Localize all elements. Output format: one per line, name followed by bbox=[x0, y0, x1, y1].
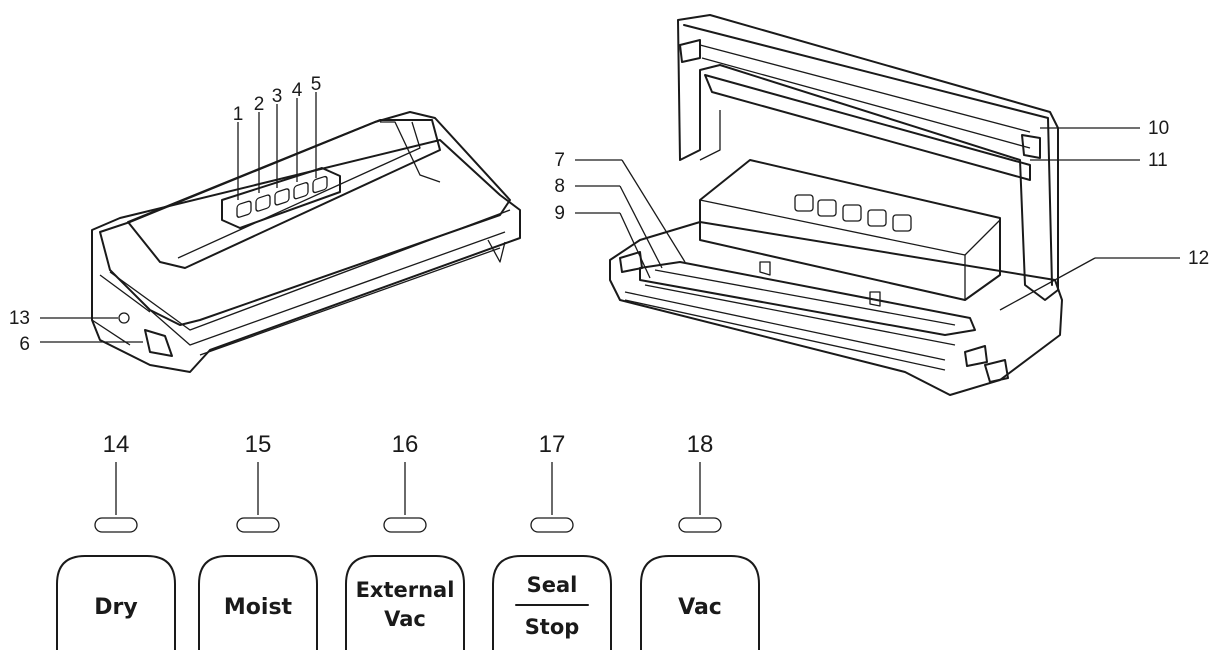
button-number: 16 bbox=[392, 431, 419, 458]
indicator-led bbox=[236, 517, 280, 533]
right-callout-labels: 7 8 9 10 11 12 bbox=[554, 118, 1209, 269]
callout-1: 1 bbox=[233, 104, 244, 125]
panel-button[interactable] bbox=[345, 555, 465, 650]
right-callout-leaders bbox=[575, 127, 1180, 311]
callout-8: 8 bbox=[554, 176, 565, 197]
left-callout-leaders bbox=[40, 92, 317, 343]
callout-4: 4 bbox=[292, 80, 303, 101]
indicator-led bbox=[383, 517, 427, 533]
callout-3: 3 bbox=[272, 86, 283, 107]
button-label-bottom: Stop bbox=[525, 615, 580, 639]
button-label: Moist bbox=[224, 595, 293, 620]
button-label-bottom: Vac bbox=[384, 607, 426, 631]
open-sealer-illustration bbox=[609, 14, 1063, 396]
left-callout-labels: 1 2 3 4 5 13 6 bbox=[9, 74, 321, 355]
indicator-led bbox=[678, 517, 722, 533]
indicator-led bbox=[530, 517, 574, 533]
closed-sealer-buttons bbox=[236, 175, 328, 218]
button-number: 17 bbox=[539, 431, 566, 458]
indicator-led bbox=[94, 517, 138, 533]
callout-6: 6 bbox=[19, 334, 30, 355]
button-number: 18 bbox=[687, 431, 714, 458]
callout-7: 7 bbox=[554, 150, 565, 171]
callout-13: 13 bbox=[9, 308, 30, 329]
panel-button[interactable] bbox=[56, 555, 176, 650]
button-label-top: Seal bbox=[527, 573, 578, 597]
button-number: 14 bbox=[103, 431, 130, 458]
button-label-top: External bbox=[356, 578, 455, 602]
callout-2: 2 bbox=[254, 94, 265, 115]
panel-button[interactable] bbox=[198, 555, 318, 650]
panel-button[interactable] bbox=[640, 555, 760, 650]
callout-11: 11 bbox=[1148, 150, 1168, 171]
callout-10: 10 bbox=[1148, 118, 1169, 139]
closed-sealer-illustration bbox=[91, 111, 521, 373]
button-label: Dry bbox=[94, 595, 137, 620]
button-label: Vac bbox=[678, 595, 722, 620]
callout-5: 5 bbox=[311, 74, 322, 95]
button-number: 15 bbox=[245, 431, 272, 458]
callout-9: 9 bbox=[554, 203, 565, 224]
panel-button[interactable] bbox=[492, 555, 612, 650]
callout-12: 12 bbox=[1188, 248, 1209, 269]
